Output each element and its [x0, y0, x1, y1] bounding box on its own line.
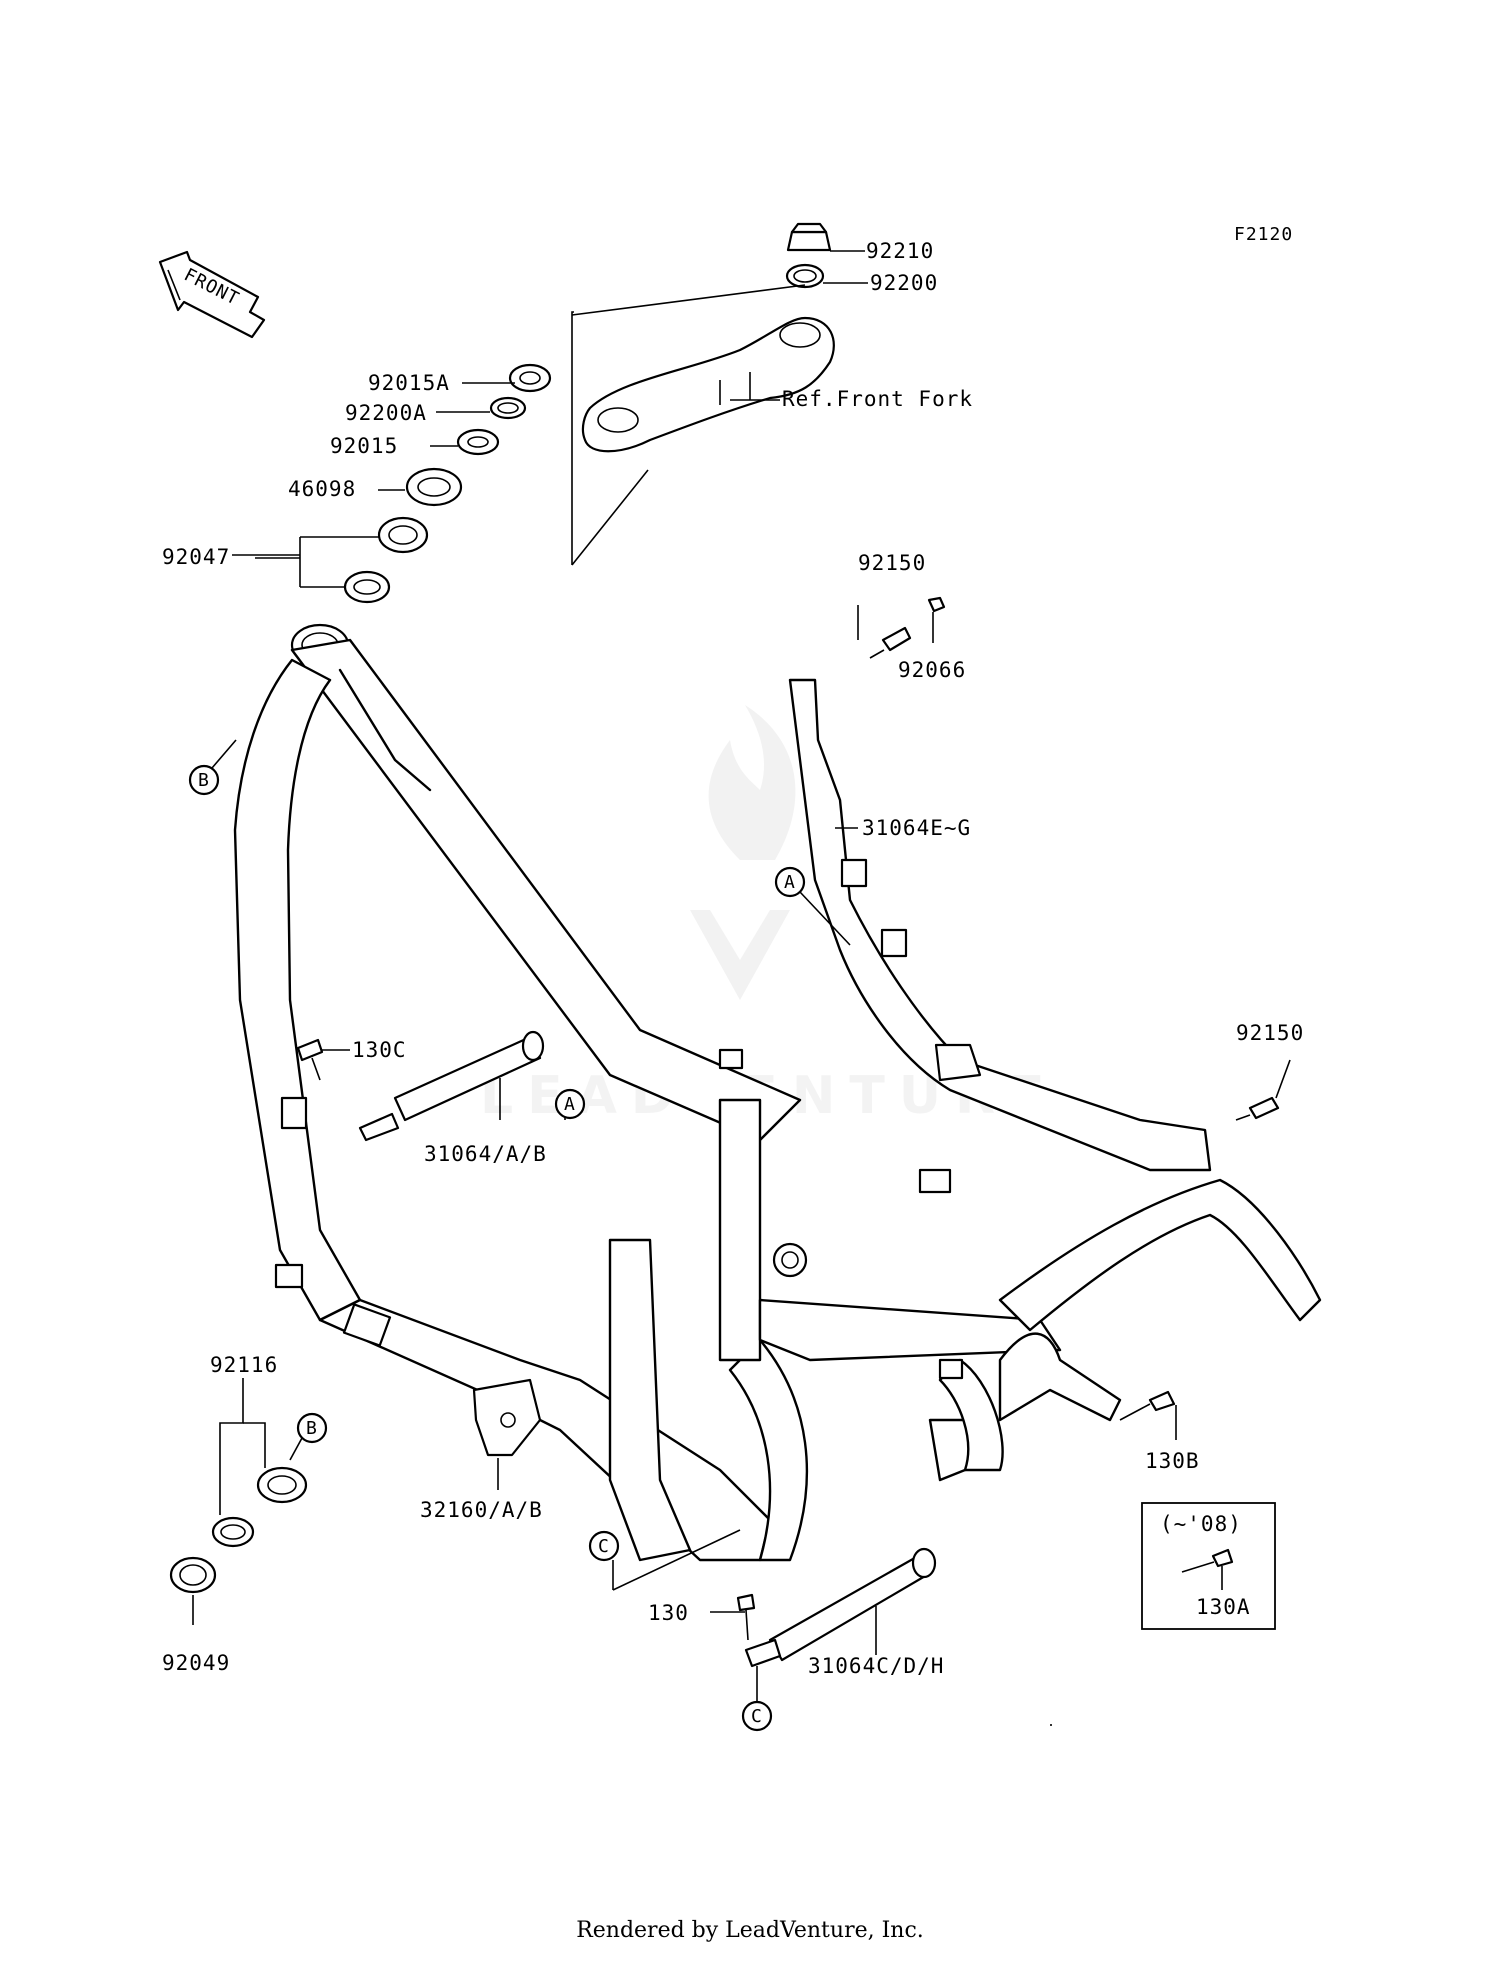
bolt-92150-top-icon	[869, 626, 912, 659]
front-arrow-icon: FRONT	[158, 250, 266, 339]
footer-credit: Rendered by LeadVenture, Inc.	[576, 1918, 924, 1943]
bearing-92116-upper-icon	[256, 1466, 308, 1504]
bolt-130B-icon	[1119, 1390, 1176, 1421]
inset-box-130A: (~'08) 130A	[1141, 1502, 1276, 1630]
label-92200: 92200	[870, 271, 938, 295]
label-92049: 92049	[162, 1651, 230, 1675]
nut-92210-icon	[786, 222, 832, 252]
label-92200A: 92200A	[345, 401, 427, 425]
callout-a-left: A	[554, 1088, 586, 1120]
callout-b-upper: B	[188, 739, 237, 796]
cross-tube-31064CDH-icon	[744, 1547, 937, 1668]
seal-92049-icon	[169, 1556, 217, 1594]
callout-a-right-label: A	[784, 872, 795, 893]
label-130C: 130C	[352, 1038, 407, 1062]
main-frame-icon	[233, 623, 1322, 1562]
label-92150-right: 92150	[1236, 1021, 1304, 1045]
label-130A: 130A	[1196, 1595, 1251, 1619]
cross-tube-31064AB-icon	[358, 1030, 545, 1142]
label-92066: 92066	[898, 658, 966, 682]
callout-c-bottom-label: C	[751, 1706, 762, 1727]
fork-bracket-icon	[581, 316, 835, 453]
nut-92015-icon	[456, 428, 500, 456]
nut-92066-icon	[927, 596, 946, 613]
label-92047: 92047	[162, 545, 230, 569]
label-ref-front-fork: Ref.Front Fork	[782, 387, 973, 411]
inset-note: (~'08)	[1160, 1512, 1242, 1536]
lockwasher-92200A-icon	[489, 396, 527, 420]
washer-92200-icon	[785, 263, 825, 289]
label-92116: 92116	[210, 1353, 278, 1377]
diagram-code: F2120	[1234, 224, 1293, 245]
label-130: 130	[648, 1601, 689, 1625]
engine-mount-32160AB-icon	[472, 1378, 542, 1457]
bolt-130C-icon	[296, 1038, 324, 1081]
bolt-92150-right-icon	[1235, 1096, 1280, 1121]
label-31064CDH: 31064C/D/H	[808, 1654, 944, 1678]
callout-b-lower-label: B	[306, 1418, 317, 1439]
callout-c-bottom: C	[741, 1666, 773, 1732]
callout-c-left: C	[588, 1530, 620, 1562]
callout-b-upper-label: B	[198, 770, 209, 791]
seal-46098-icon	[405, 467, 463, 507]
frame-rail-31064EG-icon	[788, 678, 1212, 1172]
label-46098: 46098	[288, 477, 356, 501]
label-92150-top: 92150	[858, 551, 926, 575]
bolt-130-icon	[736, 1593, 756, 1641]
callout-a-left-label: A	[564, 1094, 575, 1115]
callout-a-right: A	[774, 866, 851, 946]
label-92015A: 92015A	[368, 371, 450, 395]
label-31064AB: 31064/A/B	[424, 1142, 547, 1166]
bolt-130A-icon	[1181, 1548, 1234, 1573]
label-92015: 92015	[330, 434, 398, 458]
label-130B: 130B	[1145, 1449, 1200, 1473]
bearing-92116-lower-icon	[211, 1516, 255, 1548]
callout-b-lower: B	[289, 1412, 328, 1461]
bearing-92047-lower-icon	[343, 570, 391, 604]
bearing-92047-upper-icon	[377, 516, 429, 554]
nut-92015A-icon	[508, 363, 552, 393]
label-31064EG: 31064E~G	[862, 816, 971, 840]
callout-c-left-label: C	[598, 1536, 609, 1557]
label-32160AB: 32160/A/B	[420, 1498, 543, 1522]
label-92210: 92210	[866, 239, 934, 263]
